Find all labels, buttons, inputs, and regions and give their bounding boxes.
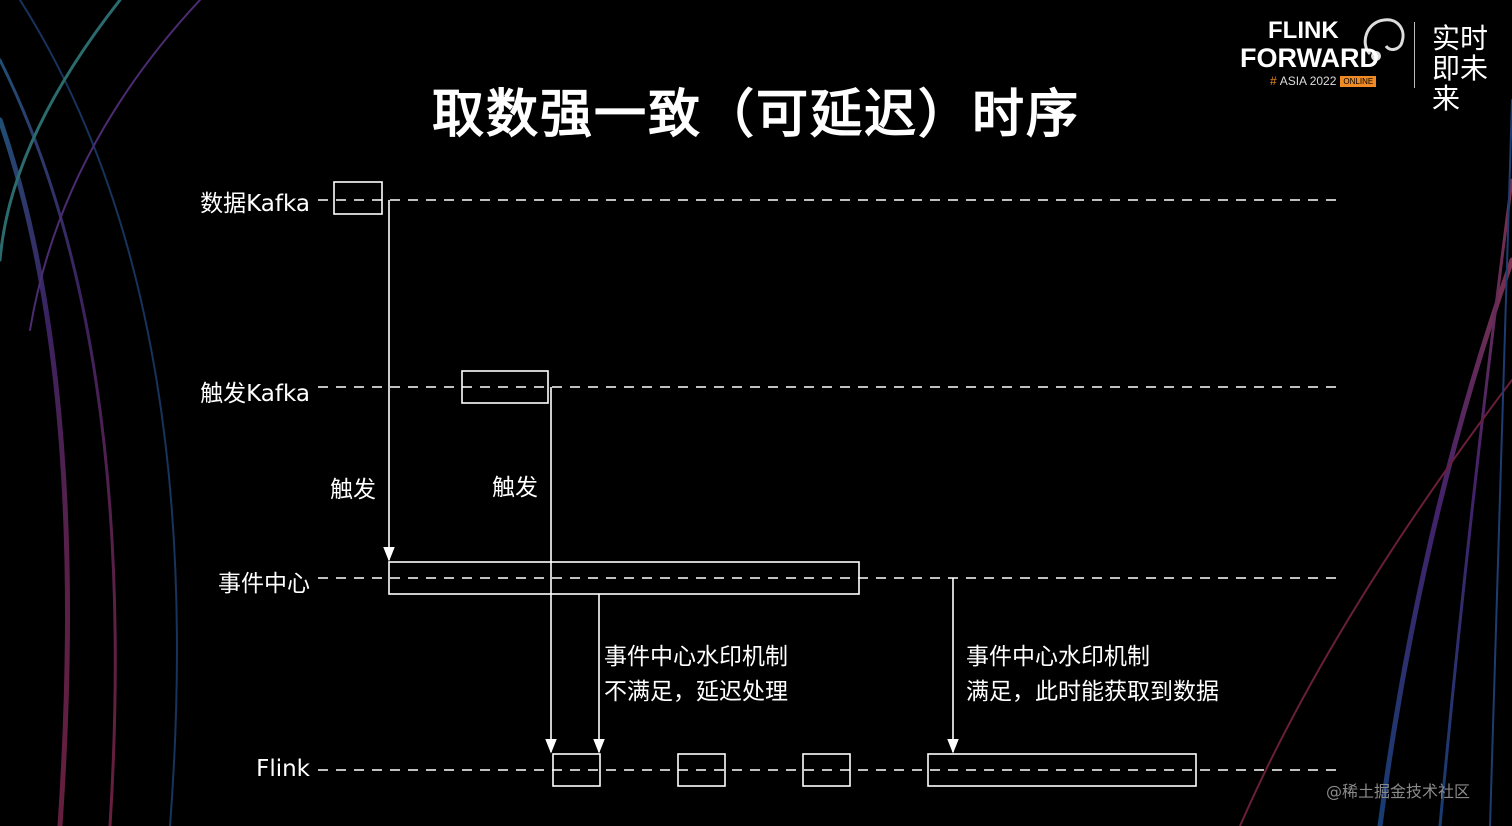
trigger-label-1: 触发: [330, 477, 376, 503]
logo-event-name: ASIA 2022: [1279, 74, 1337, 88]
note-watermark-satisfied: 事件中心水印机制 满足，此时能获取到数据: [966, 640, 1219, 710]
logo-divider: [1414, 22, 1415, 88]
logo-line1: FLINK: [1268, 17, 1339, 44]
online-badge: ONLINE: [1340, 76, 1377, 88]
event-center-window-box: [388, 561, 860, 595]
watermark: @稀土掘金技术社区: [1326, 782, 1471, 801]
note-line: 满足，此时能获取到数据: [966, 679, 1219, 705]
page-title: 取数强一致（可延迟）时序: [431, 85, 1080, 145]
flink-task-box-2: [677, 753, 726, 787]
logo-slogan: 实时即未来: [1432, 22, 1489, 115]
squirrel-icon: [1363, 18, 1405, 61]
lane-label-data-kafka: 数据Kafka: [200, 191, 310, 217]
flink-task-box-4: [927, 753, 1197, 787]
data-kafka-message-box: [333, 181, 383, 215]
note-watermark-not-satisfied: 事件中心水印机制 不满足，延迟处理: [604, 640, 788, 710]
trigger-kafka-message-box: [461, 370, 549, 404]
trigger-label-2: 触发: [492, 475, 538, 501]
flink-task-box-1: [552, 753, 601, 787]
note-line: 不满足，延迟处理: [604, 679, 788, 705]
lane-label-trigger-kafka: 触发Kafka: [200, 381, 310, 407]
note-line: 事件中心水印机制: [966, 644, 1150, 670]
lane-label-event-center: 事件中心: [218, 571, 310, 597]
logo-line2: FORWARD: [1240, 43, 1379, 73]
logo-hash: #: [1270, 74, 1277, 88]
note-line: 事件中心水印机制: [604, 644, 788, 670]
flink-task-box-3: [802, 753, 851, 787]
lane-label-flink: Flink: [256, 756, 310, 782]
